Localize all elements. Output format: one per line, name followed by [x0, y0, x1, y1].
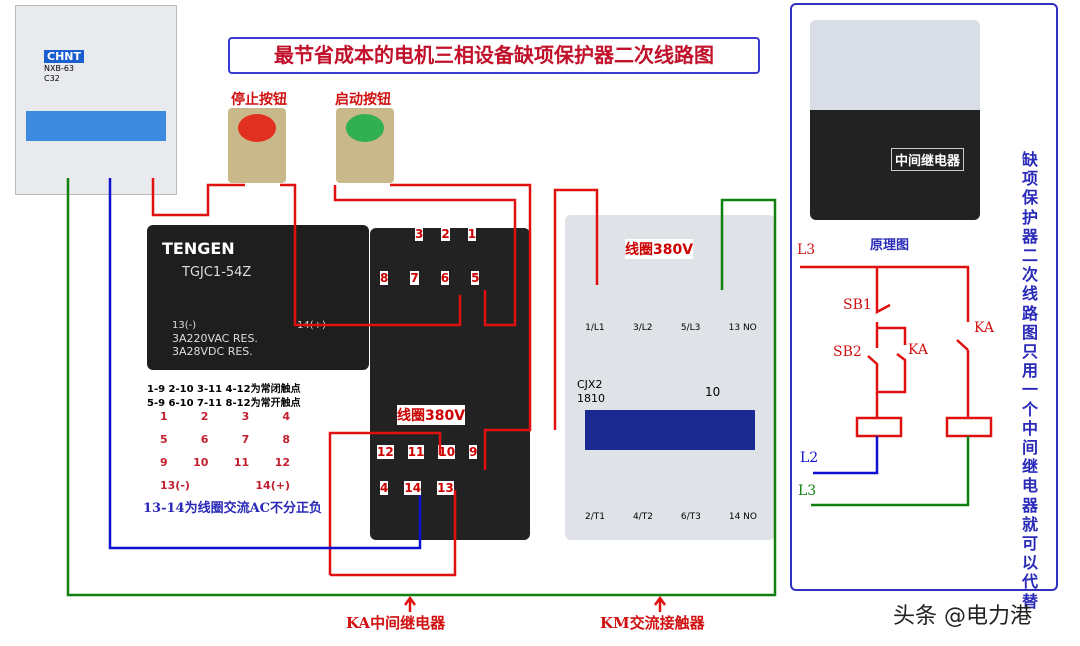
terminal: 2/T1: [584, 512, 605, 522]
terminal: 11: [407, 445, 425, 459]
relay-rating-dc: 3A28VDC RES.: [172, 345, 253, 358]
contactor-coil-label: 线圈380V: [625, 239, 694, 259]
pin: 7: [241, 433, 250, 446]
wire-red: [333, 185, 517, 327]
pin: 6: [200, 433, 209, 446]
contactor: 线圈380V 1/L1 3/L2 5/L3 13 NO CJX2 1810 10 2/…: [565, 215, 775, 540]
contactor-model: CJX2: [577, 378, 603, 391]
terminal: 6: [440, 271, 450, 285]
terminal: 4/T2: [632, 512, 653, 522]
contactor-code: 1810: [577, 392, 605, 405]
schematic-panel: [790, 3, 1058, 591]
schematic-coil-km: [855, 416, 903, 438]
relay-photo-label: 中间继电器: [891, 148, 965, 171]
label-ka: KA: [908, 342, 929, 358]
terminal: 2: [441, 227, 450, 241]
breaker-brand: CHNT: [44, 50, 84, 63]
stop-button: [228, 108, 286, 183]
relay-photo: [810, 20, 980, 220]
coil-note: 13-14为线圈交流AC不分正负: [143, 501, 323, 516]
schematic-ka-hold: [877, 326, 907, 345]
terminal: 10: [438, 445, 456, 459]
wire-red: [330, 490, 457, 577]
start-button: [336, 108, 394, 183]
label-l3-bottom: L3: [798, 483, 817, 499]
schematic-l3-bus: [800, 265, 970, 322]
side-note: 缺项保护器二次线路图只用一个中间继电器就可以代替: [1022, 150, 1039, 611]
label-l3: L3: [797, 242, 816, 258]
wire-red: [280, 183, 462, 327]
wire-red: [151, 178, 245, 217]
contactor-bottom-terms: 2/T1 4/T2 6/T3 14 NO: [571, 512, 771, 522]
pin: 5: [160, 433, 168, 446]
terminal: 1/L1: [585, 323, 605, 333]
terminal: 3/L2: [632, 323, 653, 333]
pin: 13(-): [160, 479, 190, 492]
terminal: 8: [380, 271, 389, 285]
pin: 9: [160, 456, 168, 469]
caption-km: KM交流接触器: [600, 614, 705, 632]
contactor-top-terms: 1/L1 3/L2 5/L3 13 NO: [571, 323, 771, 333]
schematic-sb2: [867, 353, 907, 394]
wire-green: [66, 178, 777, 597]
pin: 11: [233, 456, 250, 469]
terminal: 9: [469, 445, 478, 459]
no-note: 5-9 6-10 7-11 8-12为常开触点: [147, 398, 301, 409]
wire-red: [328, 431, 442, 575]
schematic-l3-return: [811, 436, 970, 507]
contactor-aux: 10: [705, 385, 721, 399]
label-l2: L2: [800, 450, 819, 466]
terminal: 1: [467, 227, 477, 241]
terminal: 4: [380, 481, 389, 495]
contactor-window: [585, 410, 755, 450]
terminal: 6/T3: [680, 512, 701, 522]
pin: 10: [193, 456, 209, 469]
pin: 2: [200, 410, 209, 423]
pin: 3: [241, 410, 250, 423]
schematic-l2: [813, 436, 879, 475]
terminal: 13 NO: [728, 323, 757, 333]
base-coil-label: 线圈380V: [397, 405, 466, 425]
page-title: 最节省成本的电机三相设备缺项保护器二次线路图: [228, 37, 760, 74]
schematic-title: 原理图: [870, 238, 910, 253]
wire-blue: [108, 178, 422, 550]
terminal: 3: [415, 227, 424, 241]
start-button-label: 启动按钮: [335, 92, 391, 108]
relay-rating-ac: 3A220VAC RES.: [172, 332, 258, 345]
terminal: 13: [437, 481, 454, 495]
pin: 4: [282, 410, 290, 423]
label-sb1: SB1: [843, 297, 872, 313]
pin: 14(+): [255, 479, 290, 492]
terminal: 7: [410, 271, 419, 285]
terminal: 5/L3: [680, 323, 701, 333]
nc-note: 1-9 2-10 3-11 4-12为常闭触点: [147, 384, 301, 395]
breaker-rating: C32: [44, 74, 60, 83]
caption-ka: KA中间继电器: [346, 614, 446, 632]
arrow-up-icon: [403, 595, 417, 612]
breaker-model: NXB-63: [44, 64, 75, 73]
stop-button-label: 停止按钮: [231, 92, 287, 108]
pin: 8: [282, 433, 290, 446]
terminal: 12: [377, 445, 394, 459]
relay-model: TGJC1-54Z: [182, 265, 252, 280]
schematic-left-branch: [875, 267, 891, 315]
terminal: 14: [404, 481, 422, 495]
wire-red: [390, 183, 532, 470]
circuit-breaker: CHNT NXB-63 C32: [15, 5, 177, 195]
arrow-up-icon: [653, 595, 667, 612]
label-ka: KA: [974, 320, 995, 336]
breaker-toggle: [26, 111, 166, 141]
pin: 12: [274, 456, 290, 469]
watermark: 头条 @电力港: [893, 604, 1032, 629]
label-sb2: SB2: [833, 344, 862, 360]
terminal: 14 NO: [728, 512, 757, 522]
pin: 1: [160, 410, 168, 423]
relay-brand: TENGEN: [162, 239, 235, 258]
wire-red: [553, 188, 599, 430]
terminal: 5: [471, 271, 480, 285]
relay-coil-minus: 13(-): [172, 320, 197, 331]
